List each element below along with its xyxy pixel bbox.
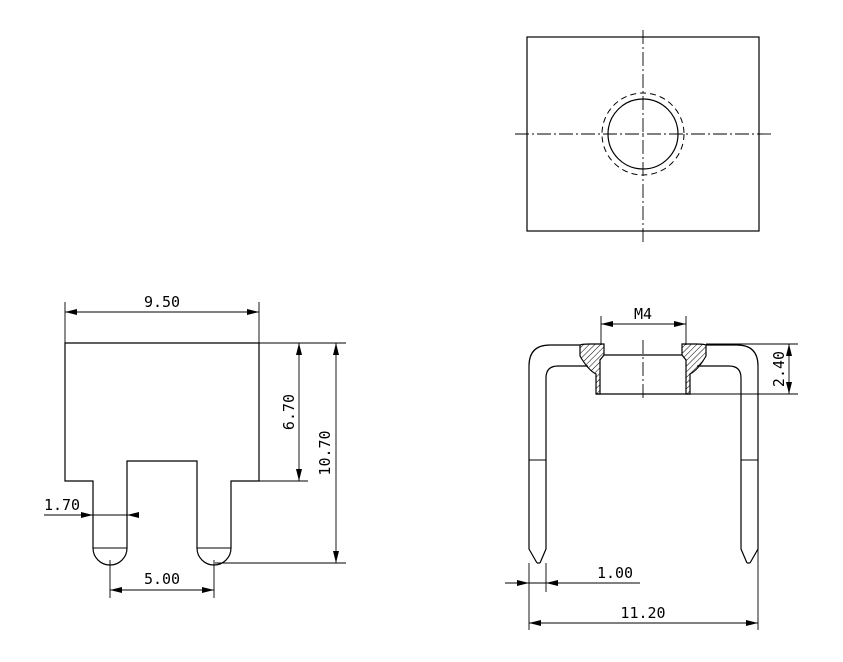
dim-label-boss-height: 2.40 <box>770 351 788 387</box>
dim-label-total-height: 10.70 <box>316 430 334 475</box>
bracket-outer-outline-right <box>706 344 759 564</box>
dimension-upper-height: 6.70 <box>259 342 308 482</box>
front-view-outline <box>64 342 260 566</box>
dimension-pin-pitch: 5.00 <box>109 560 215 598</box>
dimension-total-height: 10.70 <box>215 342 346 564</box>
dim-label-pin-pitch: 5.00 <box>144 570 180 588</box>
dimension-top-width: 9.50 <box>64 293 260 343</box>
dimension-wall-thickness: 1.00 <box>505 563 640 592</box>
dimension-pin-width: 1.70 <box>44 496 139 518</box>
thread-hole-circle <box>607 98 679 170</box>
dim-label-wall-thickness: 1.00 <box>597 564 633 582</box>
thread-major-hidden-circle <box>601 92 685 176</box>
dimension-thread: M4 <box>600 305 687 345</box>
dim-label-upper-height: 6.70 <box>280 394 298 430</box>
front-view: 9.50 6.70 10.70 1.70 <box>44 293 346 598</box>
right-boss-section <box>681 343 707 395</box>
left-boss-section <box>579 343 605 395</box>
dim-label-thread: M4 <box>634 305 652 323</box>
bracket-inner-outline-right <box>697 365 748 564</box>
dim-label-pin-width: 1.70 <box>44 496 80 514</box>
bracket-inner-outline <box>539 365 588 564</box>
dim-label-top-width: 9.50 <box>144 293 180 311</box>
dim-label-overall-width: 11.20 <box>620 604 665 622</box>
bracket-outer-outline <box>528 344 580 564</box>
dimension-overall-width: 11.20 <box>528 549 759 630</box>
top-view <box>515 30 772 244</box>
section-view: M4 2.40 1.00 11.20 <box>505 305 798 630</box>
dimension-boss-height: 2.40 <box>690 343 798 395</box>
